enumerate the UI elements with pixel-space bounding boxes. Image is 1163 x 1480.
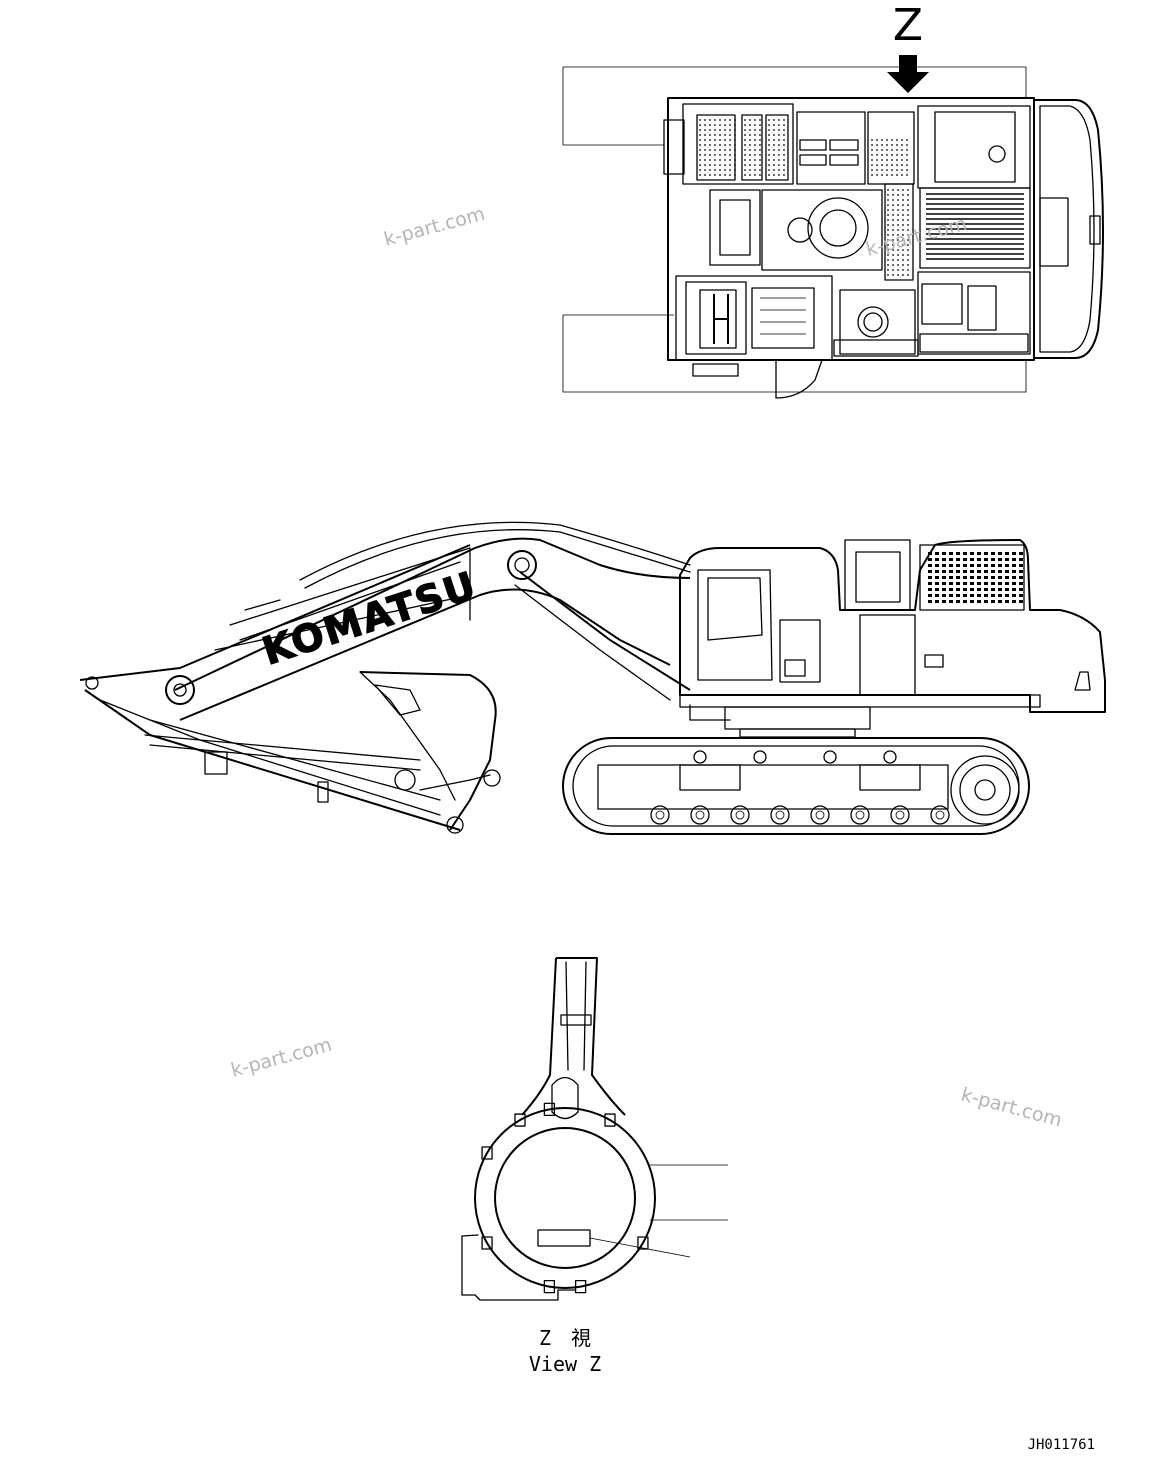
watermark: k-part.com bbox=[959, 1084, 1065, 1132]
view-z-arrow-label: Z bbox=[893, 0, 923, 51]
counterweight-outline bbox=[1034, 99, 1104, 359]
drawing-id: JH011761 bbox=[1028, 1437, 1095, 1453]
swing-ring-inner bbox=[494, 1127, 636, 1269]
top-view: Z bbox=[562, 0, 1104, 399]
side-view: KOMATSU bbox=[79, 521, 1106, 835]
arm-top-edge bbox=[79, 544, 471, 681]
view-z-label-en: View Z bbox=[529, 1352, 601, 1376]
swing-ring-outer bbox=[474, 1107, 656, 1289]
view-z-boom-stub bbox=[521, 957, 626, 1116]
upper-structure-outline bbox=[667, 97, 1035, 361]
counterweight-plate bbox=[1039, 197, 1069, 267]
boom-top-edge bbox=[174, 537, 691, 691]
callout-box-upper bbox=[562, 66, 1027, 146]
sprocket bbox=[950, 755, 1020, 825]
callout-box-lower bbox=[562, 314, 1027, 393]
watermark: k-part.com bbox=[229, 1034, 335, 1082]
view-direction-arrow-icon bbox=[887, 55, 929, 93]
bucket-outline bbox=[359, 671, 497, 831]
plate-label bbox=[537, 1229, 591, 1247]
boom-bottom-edge bbox=[179, 588, 671, 721]
watermark: k-part.com bbox=[382, 203, 488, 251]
leader-line-3 bbox=[589, 1237, 691, 1258]
view-z-label-jp: Z 視 bbox=[539, 1326, 591, 1350]
upper-structure-side bbox=[679, 539, 1106, 713]
track-outer bbox=[562, 737, 1030, 835]
view-z: Z 視 View Z bbox=[461, 957, 728, 1376]
